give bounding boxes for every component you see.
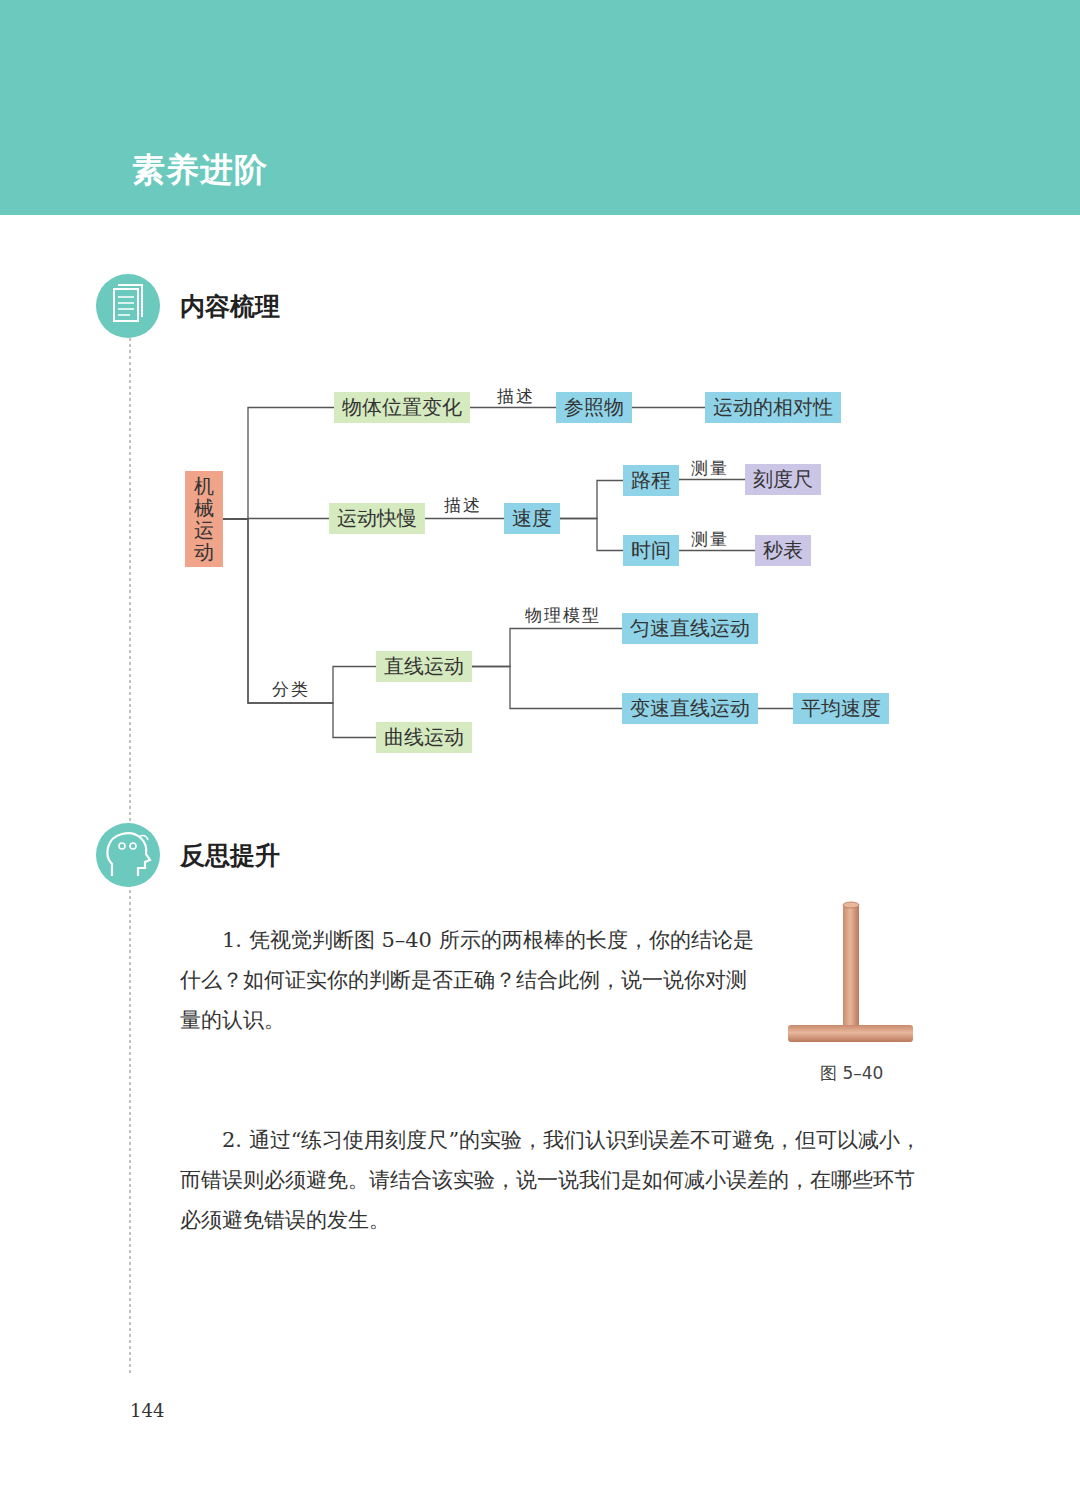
concept-text: 路程 xyxy=(631,468,671,493)
concept-box: 物体位置变化 xyxy=(334,392,470,423)
think-icon xyxy=(96,823,160,887)
concept-box: 运动的相对性 xyxy=(705,392,841,423)
edge-label: 描述 xyxy=(444,494,482,517)
concept-box: 秒表 xyxy=(755,535,811,566)
edge-label: 测量 xyxy=(691,528,729,551)
concept-text: 参照物 xyxy=(564,395,624,420)
concept-box: 机械运动 xyxy=(185,471,223,567)
page-title: 素养进阶 xyxy=(132,148,268,193)
tree-connector xyxy=(560,519,623,551)
page-number: 144 xyxy=(130,1400,164,1421)
concept-text: 直线运动 xyxy=(384,654,464,679)
question-text: 1. 凭视觉判断图 5–40 所示的两根棒的长度，你的结论是什么？如何证实你的判… xyxy=(180,920,760,1040)
concept-text: 物体位置变化 xyxy=(342,395,462,420)
concept-box: 变速直线运动 xyxy=(622,693,758,724)
concept-text: 时间 xyxy=(631,538,671,563)
concept-box: 平均速度 xyxy=(793,693,889,724)
concept-box: 匀速直线运动 xyxy=(622,613,758,644)
edge-label: 测量 xyxy=(691,457,729,480)
concept-box: 刻度尺 xyxy=(745,464,821,495)
two-rods xyxy=(788,902,913,1042)
concept-box: 直线运动 xyxy=(376,651,472,682)
concept-text: 刻度尺 xyxy=(753,467,813,492)
tree-connector xyxy=(679,480,745,481)
section-heading: 反思提升 xyxy=(180,839,280,872)
concept-text: 曲线运动 xyxy=(384,725,464,750)
tree-connector xyxy=(470,407,556,408)
question-text: 2. 通过“练习使用刻度尺”的实验，我们认识到误差不可避免，但可以减小，而错误则… xyxy=(180,1120,922,1240)
tree-connector xyxy=(223,408,334,520)
concept-box: 参照物 xyxy=(556,392,632,423)
concept-text: 变速直线运动 xyxy=(630,696,750,721)
tree-connector xyxy=(758,708,793,709)
edge-label: 分类 xyxy=(272,678,310,701)
concept-text: 平均速度 xyxy=(801,696,881,721)
concept-box: 路程 xyxy=(623,465,679,496)
tree-connector xyxy=(472,629,622,667)
doc-icon xyxy=(96,274,160,338)
concept-text: 秒表 xyxy=(763,538,803,563)
concept-box: 运动快慢 xyxy=(329,503,425,534)
concept-text: 机械运动 xyxy=(194,475,214,563)
concept-box: 时间 xyxy=(623,535,679,566)
section-heading: 内容梳理 xyxy=(180,290,280,323)
tree-connector xyxy=(223,519,376,738)
tree-connector xyxy=(632,407,705,408)
tree-connector xyxy=(425,518,504,519)
edge-label: 物理模型 xyxy=(525,604,601,627)
concept-box: 速度 xyxy=(504,503,560,534)
tree-connector xyxy=(560,481,623,519)
tree-connector xyxy=(679,550,755,551)
concept-text: 运动快慢 xyxy=(337,506,417,531)
concept-box: 曲线运动 xyxy=(376,722,472,753)
edge-label: 描述 xyxy=(497,385,535,408)
concept-text: 速度 xyxy=(512,506,552,531)
concept-text: 运动的相对性 xyxy=(713,395,833,420)
tree-connector xyxy=(223,519,376,703)
figure-caption: 图 5–40 xyxy=(820,1062,883,1085)
tree-connector xyxy=(472,667,622,709)
concept-text: 匀速直线运动 xyxy=(630,616,750,641)
